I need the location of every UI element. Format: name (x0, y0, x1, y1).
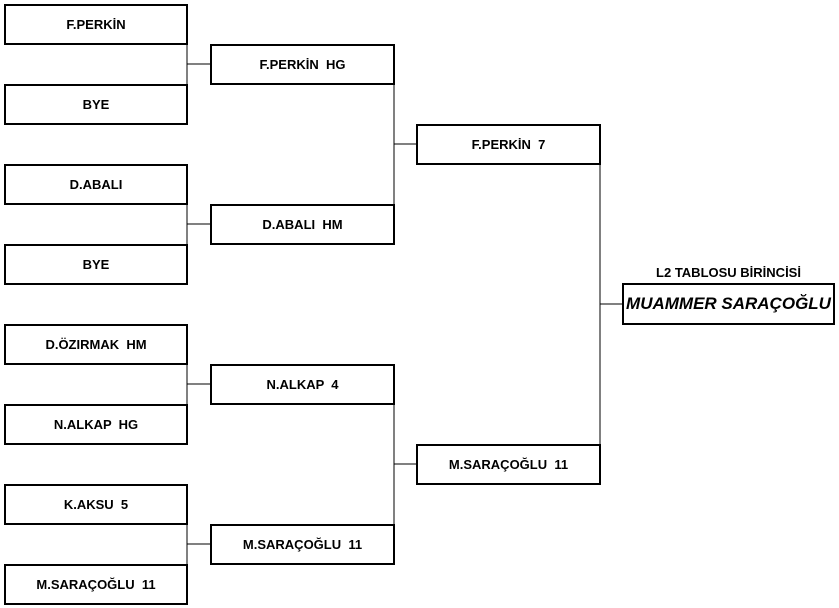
round1-slot-5: D.ÖZIRMAK HM (4, 324, 188, 365)
round1-slot-8: M.SARAÇOĞLU 11 (4, 564, 188, 605)
round1-slot-7: K.AKSU 5 (4, 484, 188, 525)
round1-slot-6: N.ALKAP HG (4, 404, 188, 445)
semifinal-slot-2: M.SARAÇOĞLU 11 (416, 444, 601, 485)
round1-slot-3: D.ABALI (4, 164, 188, 205)
round2-slot-3: N.ALKAP 4 (210, 364, 395, 405)
round2-slot-1: F.PERKİN HG (210, 44, 395, 85)
round2-slot-4: M.SARAÇOĞLU 11 (210, 524, 395, 565)
round1-slot-2: BYE (4, 84, 188, 125)
champion-box: MUAMMER SARAÇOĞLU (622, 283, 835, 325)
round1-slot-4: BYE (4, 244, 188, 285)
round2-slot-2: D.ABALI HM (210, 204, 395, 245)
round1-slot-1: F.PERKİN (4, 4, 188, 45)
champion-caption: L2 TABLOSU BİRİNCİSİ (656, 265, 801, 280)
semifinal-slot-1: F.PERKİN 7 (416, 124, 601, 165)
